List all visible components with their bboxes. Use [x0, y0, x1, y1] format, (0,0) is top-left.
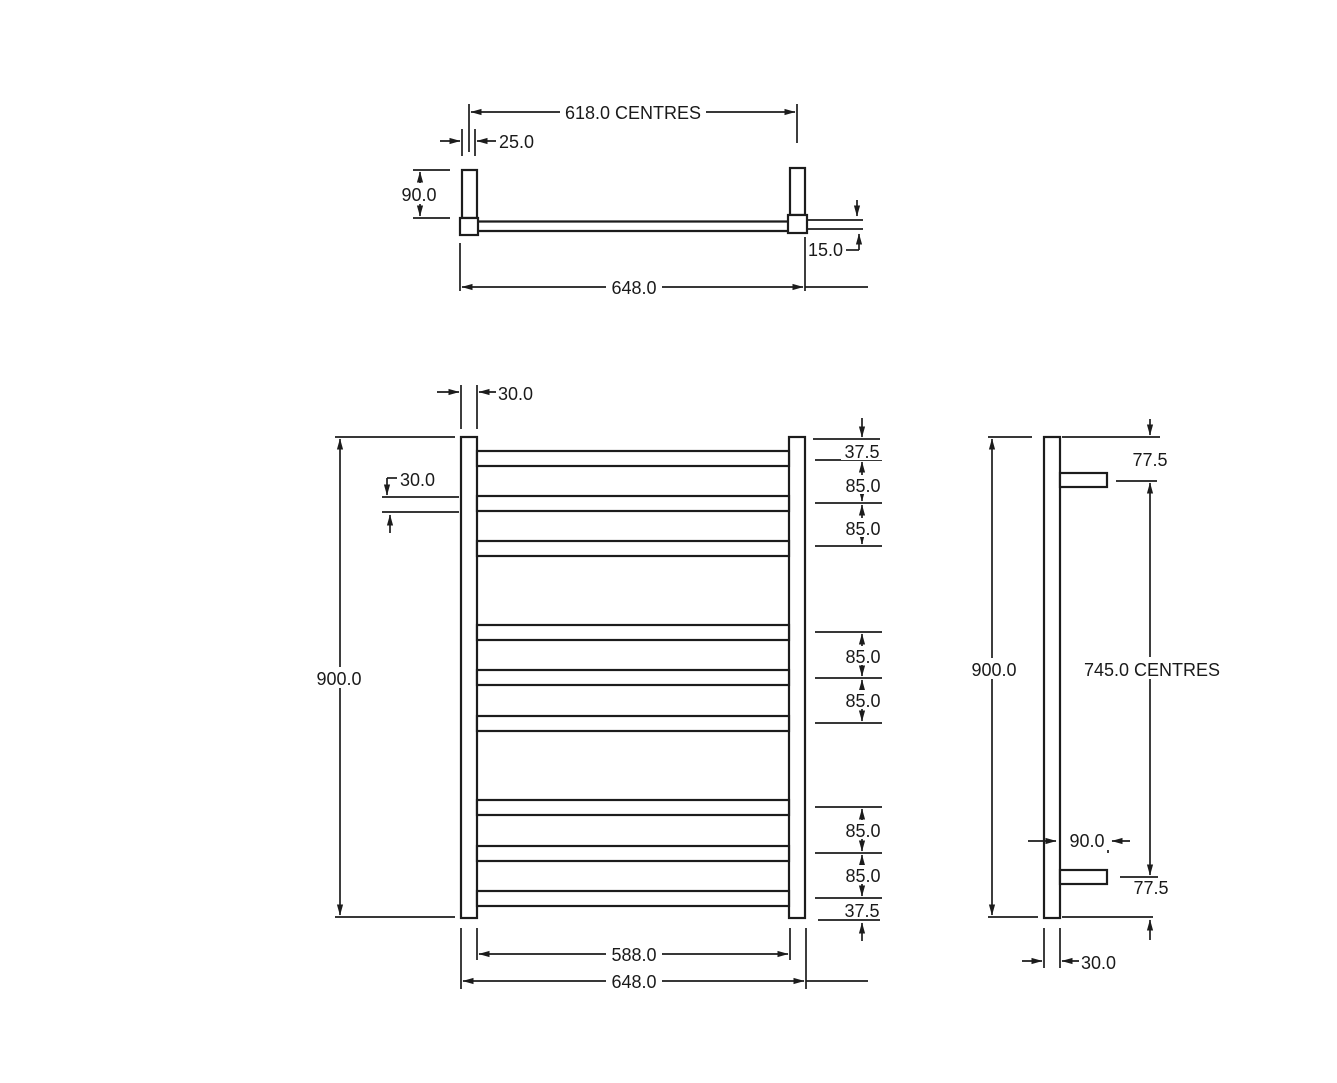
- front-view: 30.0 30.0 900.0: [313, 384, 885, 992]
- dim-front-height-label: 900.0: [316, 669, 361, 689]
- top-view: 618.0 CENTRES 25.0 90.0 15.0 648.0: [397, 103, 868, 298]
- plan-left-post-section: [458, 216, 480, 237]
- dim-bracket-depth-label: 90.0: [401, 185, 436, 205]
- label-mask: [606, 277, 662, 297]
- dim-bracket-length-label: 90.0: [1069, 831, 1104, 851]
- dim-bracket-width-label: 25.0: [499, 132, 534, 152]
- rung: [475, 494, 791, 513]
- dim-spacing-label: 85.0: [845, 821, 880, 841]
- label-mask: [841, 442, 885, 460]
- rung: [475, 539, 791, 558]
- dim-post-depth-label: 30.0: [1081, 953, 1116, 973]
- dim-bottom-offset-label: 77.5: [1133, 878, 1168, 898]
- dim-spacing-label: 85.0: [845, 866, 880, 886]
- dim-spacing-label: 85.0: [845, 519, 880, 539]
- rung: [475, 449, 791, 468]
- label-mask: [313, 667, 367, 688]
- side-bottom-bracket: [1058, 868, 1109, 886]
- label-mask: [606, 944, 662, 964]
- side-top-bracket: [1058, 471, 1109, 489]
- front-right-post: [787, 435, 807, 920]
- label-mask: [842, 820, 885, 839]
- dim-plan-overall-width-label: 648.0: [611, 278, 656, 298]
- dim-side-height-label: 900.0: [971, 660, 1016, 680]
- dim-spacing-label: 37.5: [844, 901, 879, 921]
- dim-spacing-label: 37.5: [844, 442, 879, 462]
- plan-left-bracket: [460, 168, 479, 220]
- rung: [475, 668, 791, 687]
- label-mask: [1084, 657, 1220, 679]
- side-post: [1042, 435, 1062, 920]
- label-mask: [397, 183, 442, 204]
- dim-top-offset-label: 77.5: [1132, 450, 1167, 470]
- label-mask: [842, 518, 885, 537]
- dim-spacing-label: 85.0: [845, 476, 880, 496]
- plan-right-post-section: [786, 213, 809, 235]
- dim-side-centres-label: 745.0 CENTRES: [1084, 660, 1220, 680]
- front-left-post: [459, 435, 479, 920]
- rung: [475, 889, 791, 908]
- dim-centres-label: 618.0 CENTRES: [565, 103, 701, 123]
- rung: [475, 844, 791, 863]
- label-mask: [841, 901, 885, 919]
- label-mask: [967, 658, 1021, 679]
- dim-spacing-label: 85.0: [845, 691, 880, 711]
- rung: [475, 714, 791, 733]
- dim-front-overall-width-label: 648.0: [611, 972, 656, 992]
- rung: [475, 623, 791, 642]
- dim-rung-size-label: 30.0: [400, 470, 435, 490]
- dim-rail-depth-label: 15.0: [808, 240, 843, 260]
- label-mask: [606, 971, 662, 991]
- rung: [475, 798, 791, 817]
- dim-post-width-label: 30.0: [498, 384, 533, 404]
- plan-right-bracket: [788, 166, 807, 217]
- label-mask: [842, 690, 885, 709]
- label-mask: [842, 475, 885, 494]
- dim-spacing-label: 85.0: [845, 647, 880, 667]
- label-mask: [1064, 830, 1111, 850]
- label-mask: [842, 646, 885, 665]
- dim-inner-width-label: 588.0: [611, 945, 656, 965]
- side-view: 900.0 77.5 745.0 CENTRES 90.0 77.5 30.0: [967, 419, 1220, 973]
- label-mask: [842, 865, 885, 884]
